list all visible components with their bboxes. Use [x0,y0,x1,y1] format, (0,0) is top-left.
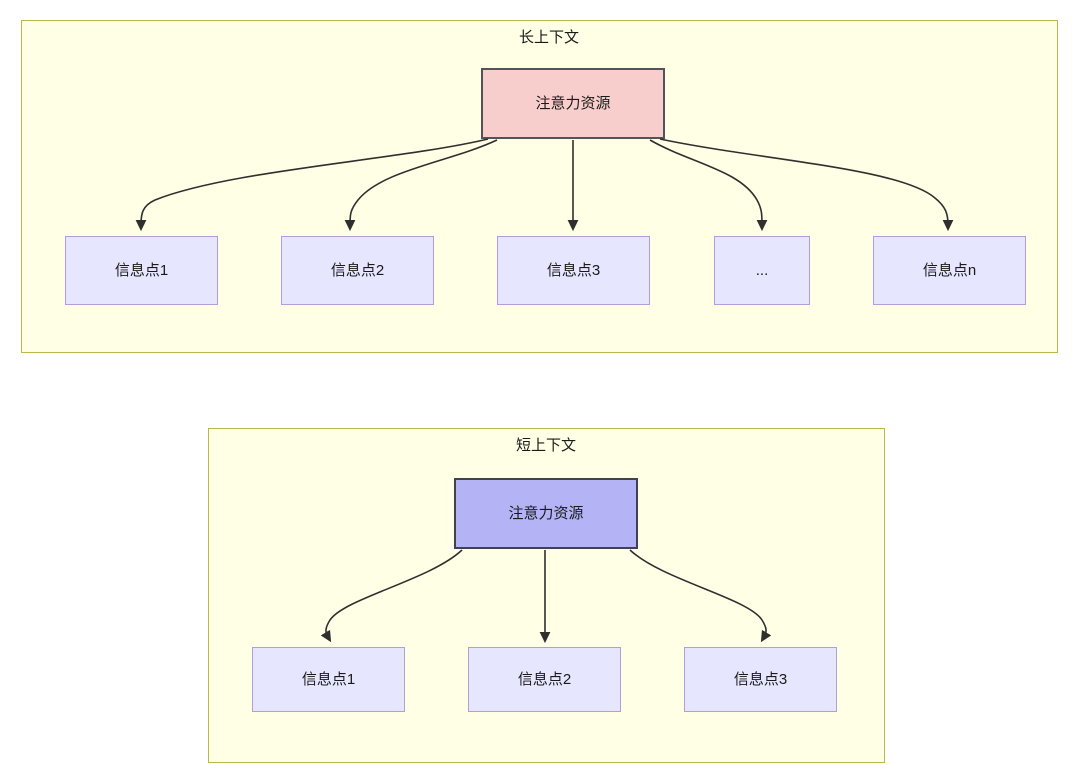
info-node-3-short[interactable]: 信息点3 [684,647,837,712]
panel-short-context-title: 短上下文 [515,437,576,454]
info-node-2-long[interactable]: 信息点2 [281,236,434,305]
edge-long-context-4 [649,139,768,232]
info-node-1-short[interactable]: 信息点1 [252,647,405,712]
attention-resource-node-short[interactable]: 注意力资源 [454,478,638,549]
edge-long-context-1 [135,138,489,232]
panel-long-context-title: 长上下文 [518,29,579,46]
info-node-n-long[interactable]: 信息点n [873,236,1026,305]
edge-long-context-2 [344,139,498,232]
edge-long-context-5 [659,138,954,232]
info-node-1-long[interactable]: 信息点1 [65,236,218,305]
info-node-3-long[interactable]: 信息点3 [497,236,650,305]
edge-short-context-1 [320,549,463,643]
edge-short-context-3 [629,549,772,643]
info-node-ellipsis-long[interactable]: ... [714,236,810,305]
info-node-2-short[interactable]: 信息点2 [468,647,621,712]
attention-resource-node-long[interactable]: 注意力资源 [481,68,665,139]
